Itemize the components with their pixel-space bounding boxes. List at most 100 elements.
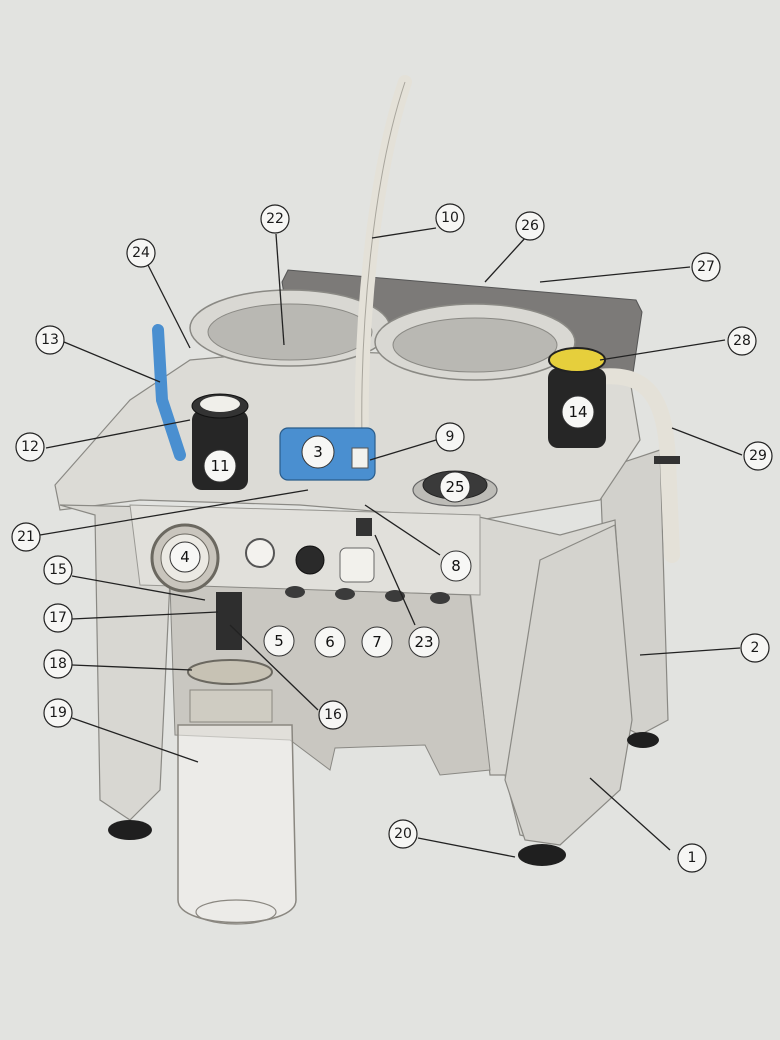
callout-28-label: 28 <box>733 333 751 349</box>
callout-4-label: 4 <box>180 548 190 566</box>
callout-2: 2 <box>740 633 770 663</box>
leader-2 <box>639 647 741 656</box>
button-5 <box>245 538 275 568</box>
callout-22-label: 22 <box>266 211 284 227</box>
port-d <box>430 592 450 604</box>
callout-12: 12 <box>15 432 45 462</box>
drain-stem <box>216 592 242 650</box>
callout-15: 15 <box>43 555 73 585</box>
leader-29 <box>671 427 743 456</box>
valve-7 <box>339 547 375 583</box>
callout-13: 13 <box>35 325 65 355</box>
jar-bottom <box>195 899 277 925</box>
callout-2-label: 2 <box>751 640 760 656</box>
callout-20: 20 <box>388 819 418 849</box>
callout-26: 26 <box>515 211 545 241</box>
callout-26-label: 26 <box>521 218 539 234</box>
callout-12-label: 12 <box>21 439 39 455</box>
callout-21-label: 21 <box>17 529 35 545</box>
valve-23 <box>356 518 372 536</box>
callout-5-label: 5 <box>274 632 284 650</box>
callout-23-label: 23 <box>414 633 433 651</box>
leader-1 <box>589 777 671 851</box>
callout-20-label: 20 <box>394 826 412 842</box>
callout-15-label: 15 <box>49 562 67 578</box>
callout-3: 3 <box>301 435 335 469</box>
callout-16: 16 <box>318 700 348 730</box>
jar-body <box>177 724 297 924</box>
callout-17: 17 <box>43 603 73 633</box>
callout-1-label: 1 <box>688 850 697 866</box>
callout-27: 27 <box>691 252 721 282</box>
feed-tube-edge <box>361 81 406 441</box>
component-11-gauge <box>200 396 240 412</box>
callout-4: 4 <box>169 541 201 573</box>
side-hose <box>582 368 680 563</box>
callout-6: 6 <box>314 626 346 658</box>
jar-neck <box>189 689 273 723</box>
callout-9: 9 <box>435 422 465 452</box>
knob-6 <box>295 545 325 575</box>
leader-22 <box>275 233 285 346</box>
callout-27-label: 27 <box>697 259 715 275</box>
callout-18-label: 18 <box>49 656 67 672</box>
hose-clamp <box>654 456 680 464</box>
callout-7: 7 <box>361 626 393 658</box>
callout-23: 23 <box>408 626 440 658</box>
callout-1: 1 <box>677 843 707 873</box>
body-frame <box>59 504 631 846</box>
leader-9 <box>369 439 437 461</box>
port-b <box>335 588 355 600</box>
callout-10-label: 10 <box>441 210 459 226</box>
callout-22: 22 <box>260 204 290 234</box>
foot-rear <box>627 732 659 748</box>
leader-20 <box>417 837 516 858</box>
leader-18 <box>71 664 193 671</box>
callout-5: 5 <box>263 625 295 657</box>
callout-21: 21 <box>11 522 41 552</box>
callout-16-label: 16 <box>324 707 342 723</box>
callout-25: 25 <box>439 471 471 503</box>
foot-front <box>518 844 566 866</box>
leader-19 <box>71 717 199 763</box>
callout-25-label: 25 <box>445 478 464 496</box>
leader-23 <box>374 534 416 626</box>
callout-24: 24 <box>126 238 156 268</box>
callout-29-label: 29 <box>749 448 767 464</box>
chamber-right-inner <box>392 317 558 373</box>
foot-left <box>108 820 152 840</box>
leader-8 <box>364 504 441 556</box>
leader-24 <box>147 264 191 349</box>
callout-9-label: 9 <box>446 429 455 445</box>
callout-13-label: 13 <box>41 332 59 348</box>
callout-8-label: 8 <box>451 557 461 575</box>
blue-handle <box>152 324 186 461</box>
callout-28: 28 <box>727 326 757 356</box>
callout-7-label: 7 <box>372 633 382 651</box>
leader-28 <box>599 339 726 361</box>
leader-16 <box>229 624 319 711</box>
chamber-left-inner <box>207 303 373 361</box>
leader-21 <box>39 489 309 536</box>
callout-11-label: 11 <box>210 457 229 475</box>
callout-11: 11 <box>203 449 237 483</box>
leader-10 <box>371 227 437 239</box>
port-c <box>385 590 405 602</box>
callout-10: 10 <box>435 203 465 233</box>
yellow-cap <box>548 347 606 373</box>
callout-8: 8 <box>440 550 472 582</box>
callout-29: 29 <box>743 441 773 471</box>
callout-24-label: 24 <box>132 245 150 261</box>
callout-6-label: 6 <box>325 633 335 651</box>
port-a <box>285 586 305 598</box>
leader-15 <box>71 575 206 601</box>
callout-17-label: 17 <box>49 610 67 626</box>
leader-13 <box>63 341 161 383</box>
leader-27 <box>539 266 691 283</box>
jar-lid <box>187 659 273 685</box>
leader-17 <box>71 611 219 620</box>
callout-18: 18 <box>43 649 73 679</box>
leader-12 <box>45 419 191 449</box>
